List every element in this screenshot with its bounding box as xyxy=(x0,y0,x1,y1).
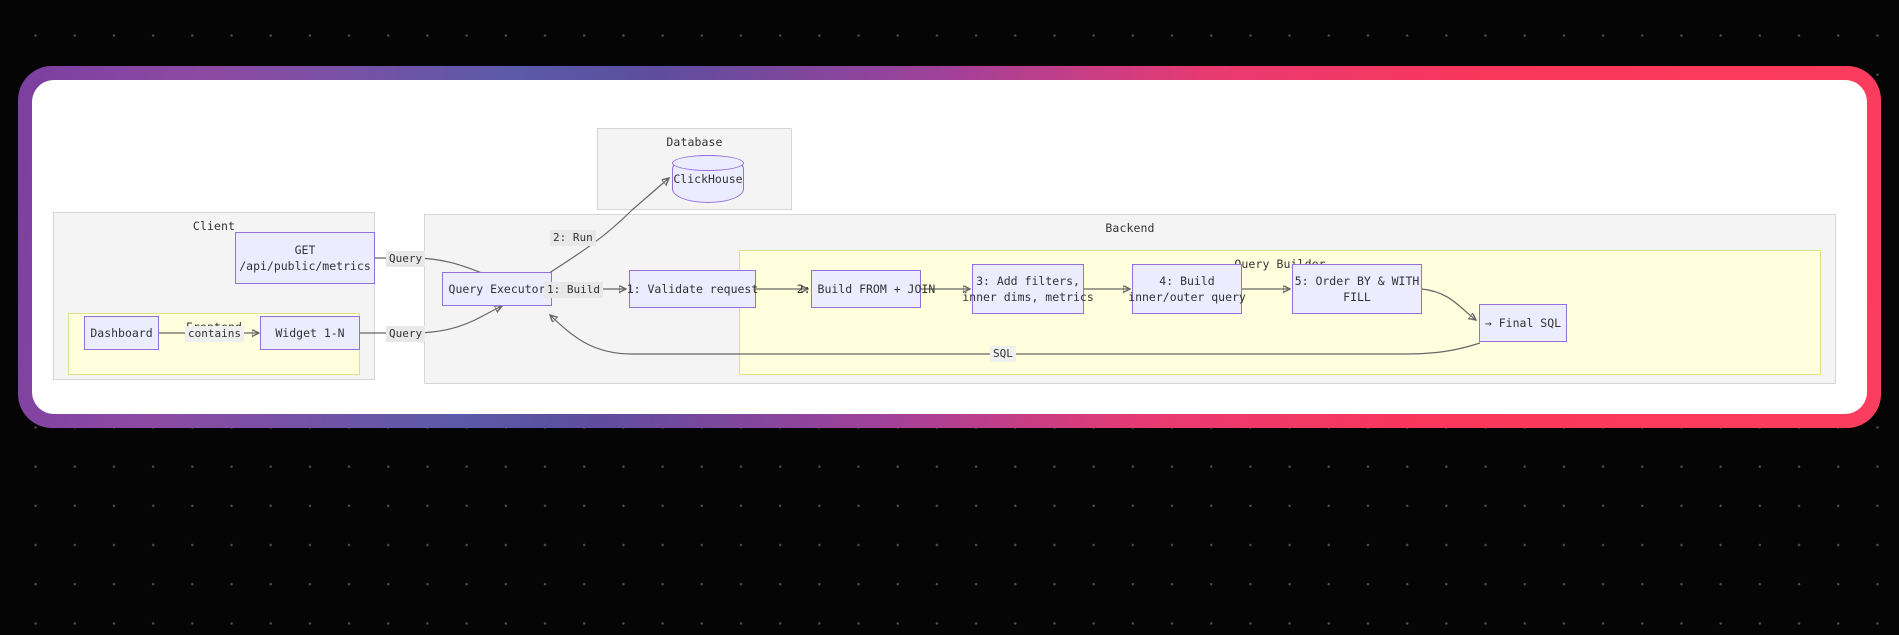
node-step-1[interactable]: 1: Validate request xyxy=(626,270,759,308)
node-step-2[interactable]: 2: Build FROM + JOIN xyxy=(797,270,935,308)
diagram-card: Client Frontend Database Backend Query B… xyxy=(32,80,1867,414)
node-step-4[interactable]: 4: Build inner/outer query xyxy=(1128,264,1246,314)
node-step-5-line2: FILL xyxy=(1343,290,1371,304)
edge-widget-executor xyxy=(360,306,502,334)
edge-label-build: 1: Build xyxy=(544,282,603,298)
node-query-executor-label: Query Executor xyxy=(448,281,546,296)
diagram-canvas: Client Frontend Database Backend Query B… xyxy=(32,80,1867,414)
node-step-5-line1: 5: Order BY & WITH xyxy=(1294,273,1420,288)
node-final-sql-label: → Final SQL xyxy=(1484,315,1562,330)
node-dashboard[interactable]: Dashboard xyxy=(84,316,159,350)
node-step-3-line2: inner dims, metrics xyxy=(962,290,1094,304)
node-step-2-label: 2: Build FROM + JOIN xyxy=(796,281,936,296)
edge-label-contains: contains xyxy=(185,326,244,342)
edge-label-query-from-api: Query xyxy=(386,251,426,267)
node-step-1-label: 1: Validate request xyxy=(626,281,759,296)
edge-finalsql-executor xyxy=(550,315,1481,355)
node-widget[interactable]: Widget 1-N xyxy=(260,316,360,350)
node-query-executor[interactable]: Query Executor xyxy=(442,272,552,306)
node-clickhouse-label: ClickHouse xyxy=(673,172,743,186)
node-dashboard-label: Dashboard xyxy=(90,325,153,340)
node-api-endpoint-path: /api/public/metrics xyxy=(239,259,371,273)
node-step-5[interactable]: 5: Order BY & WITH FILL xyxy=(1292,264,1422,314)
node-step-4-line1: 4: Build xyxy=(1159,273,1215,288)
node-final-sql[interactable]: → Final SQL xyxy=(1479,304,1567,342)
edge-label-run: 2: Run xyxy=(550,230,596,246)
cluster-client-label: Client xyxy=(192,219,236,233)
cluster-database-label: Database xyxy=(666,135,723,149)
node-clickhouse[interactable]: ClickHouse xyxy=(672,155,744,203)
node-step-3-line1: 3: Add filters, xyxy=(976,273,1080,288)
node-step-4-line2: inner/outer query xyxy=(1128,290,1246,304)
edge-executor-clickhouse xyxy=(539,178,669,280)
edge-label-sql: SQL xyxy=(990,346,1016,362)
cluster-backend-label: Backend xyxy=(1105,221,1155,235)
node-api-endpoint[interactable]: GET /api/public/metrics xyxy=(235,232,375,284)
node-step-3[interactable]: 3: Add filters, inner dims, metrics xyxy=(962,264,1094,314)
node-widget-label: Widget 1-N xyxy=(275,325,345,340)
edge-step5-finalsql xyxy=(1421,288,1476,320)
node-api-endpoint-method: GET xyxy=(294,242,316,257)
edge-label-query-from-widget: Query xyxy=(386,326,426,342)
